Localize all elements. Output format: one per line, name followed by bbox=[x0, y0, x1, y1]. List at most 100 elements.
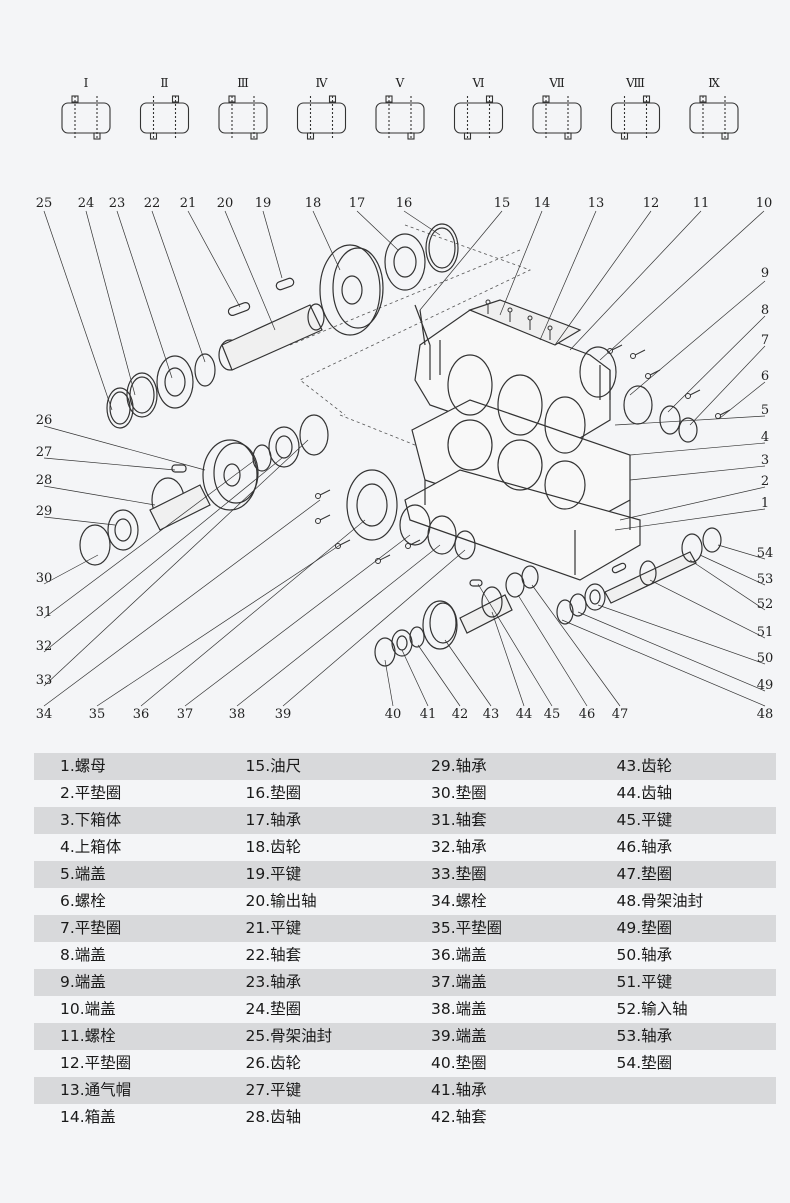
part-cell: 4.上箱体 bbox=[60, 838, 122, 856]
part-cell: 12.平垫圈 bbox=[60, 1054, 132, 1072]
leader-line-23 bbox=[116, 210, 173, 379]
leader-line-30 bbox=[43, 554, 99, 585]
shaft-end bbox=[485, 95, 494, 103]
leader-line-49 bbox=[577, 611, 766, 692]
part-cell bbox=[590, 1077, 776, 1104]
callout-50: 50 bbox=[757, 651, 774, 666]
arrangement-7: Ⅶ bbox=[532, 76, 582, 140]
arrangement-9: Ⅸ bbox=[689, 76, 739, 140]
shaft-end bbox=[564, 132, 572, 140]
callout-33: 33 bbox=[36, 673, 53, 688]
part-cell: 5.端盖 bbox=[34, 861, 220, 888]
output-shaft-assembly bbox=[106, 223, 459, 429]
arrangement-label: Ⅸ bbox=[708, 76, 720, 90]
leader-line-43 bbox=[444, 639, 492, 707]
arrangement-4: Ⅳ bbox=[296, 76, 347, 140]
part-cell: 51.平键 bbox=[590, 969, 776, 996]
callout-54: 54 bbox=[757, 546, 774, 561]
callout-4: 4 bbox=[761, 430, 769, 445]
callout-51: 51 bbox=[757, 625, 774, 640]
callout-20: 20 bbox=[217, 196, 234, 211]
callout-15: 15 bbox=[494, 196, 511, 211]
callout-39: 39 bbox=[275, 707, 292, 722]
callout-5: 5 bbox=[761, 403, 769, 418]
callout-47: 47 bbox=[612, 707, 629, 722]
gearbox-drawing bbox=[79, 223, 731, 667]
leader-line-34 bbox=[43, 499, 321, 707]
part-cell: 29.轴承 bbox=[405, 753, 591, 780]
leader-line-17 bbox=[356, 210, 399, 251]
leader-line-20 bbox=[224, 210, 276, 331]
leader-line-4 bbox=[629, 442, 766, 456]
callout-52: 52 bbox=[757, 597, 774, 612]
part-cell: 47.垫圈 bbox=[590, 861, 776, 888]
housing-outline bbox=[296, 102, 347, 134]
callout-48: 48 bbox=[757, 707, 774, 722]
part-cell: 2.平垫圈 bbox=[60, 784, 122, 802]
leader-line-53 bbox=[699, 554, 766, 586]
part-cell: 52.输入轴 bbox=[616, 1000, 688, 1018]
shaft-end bbox=[71, 95, 79, 103]
housing-outline bbox=[218, 102, 268, 134]
callout-35: 35 bbox=[89, 707, 106, 722]
callout-14: 14 bbox=[534, 196, 551, 211]
part-cell: 37.端盖 bbox=[405, 969, 591, 996]
callout-43: 43 bbox=[483, 707, 500, 722]
arrangement-8: Ⅷ bbox=[610, 76, 661, 140]
part-cell: 42.轴套 bbox=[431, 1108, 487, 1126]
leader-line-44 bbox=[491, 611, 525, 707]
arrangement-label: Ⅳ bbox=[316, 76, 329, 90]
part-cell: 33.垫圈 bbox=[405, 861, 591, 888]
part-cell: 34.螺栓 bbox=[431, 892, 487, 910]
callout-12: 12 bbox=[643, 196, 660, 211]
callout-32: 32 bbox=[36, 639, 53, 654]
shaft-end bbox=[171, 95, 180, 103]
callout-28: 28 bbox=[36, 473, 53, 488]
part-cell: 8.端盖 bbox=[60, 946, 106, 964]
callout-22: 22 bbox=[144, 196, 161, 211]
leader-line-13 bbox=[539, 210, 597, 341]
shaft-end bbox=[328, 95, 337, 103]
arrangement-1: Ⅰ bbox=[61, 76, 111, 140]
leader-line-27 bbox=[43, 457, 176, 471]
callout-18: 18 bbox=[305, 196, 322, 211]
part-cell: 38.端盖 bbox=[431, 1000, 487, 1018]
shaft-end bbox=[93, 132, 101, 140]
leader-line-10 bbox=[599, 210, 765, 361]
leader-line-8 bbox=[667, 315, 766, 413]
housing-outline bbox=[375, 102, 425, 134]
callout-53: 53 bbox=[757, 572, 774, 587]
callout-42: 42 bbox=[452, 707, 469, 722]
leader-line-24 bbox=[85, 210, 136, 396]
leader-line-28 bbox=[43, 485, 156, 506]
arrangement-label: Ⅱ bbox=[160, 76, 168, 90]
leader-line-45 bbox=[477, 583, 553, 707]
callout-6: 6 bbox=[761, 369, 769, 384]
leader-line-41 bbox=[401, 649, 429, 707]
housing-outline bbox=[532, 102, 582, 134]
leader-line-26 bbox=[43, 425, 206, 471]
part-cell: 36.端盖 bbox=[431, 946, 487, 964]
callout-11: 11 bbox=[693, 196, 710, 211]
leader-line-29 bbox=[43, 516, 116, 526]
part-cell: 49.垫圈 bbox=[590, 915, 776, 942]
part-cell: 43.齿轮 bbox=[590, 753, 776, 780]
leader-line-50 bbox=[597, 604, 766, 665]
callout-10: 10 bbox=[756, 196, 773, 211]
intermediate-shaft-assembly bbox=[79, 414, 329, 566]
shaft-end bbox=[642, 95, 651, 103]
callout-9: 9 bbox=[761, 266, 769, 281]
shaft-end bbox=[542, 95, 550, 103]
bolts bbox=[315, 299, 731, 564]
housing-outline bbox=[689, 102, 739, 134]
callout-23: 23 bbox=[109, 196, 126, 211]
